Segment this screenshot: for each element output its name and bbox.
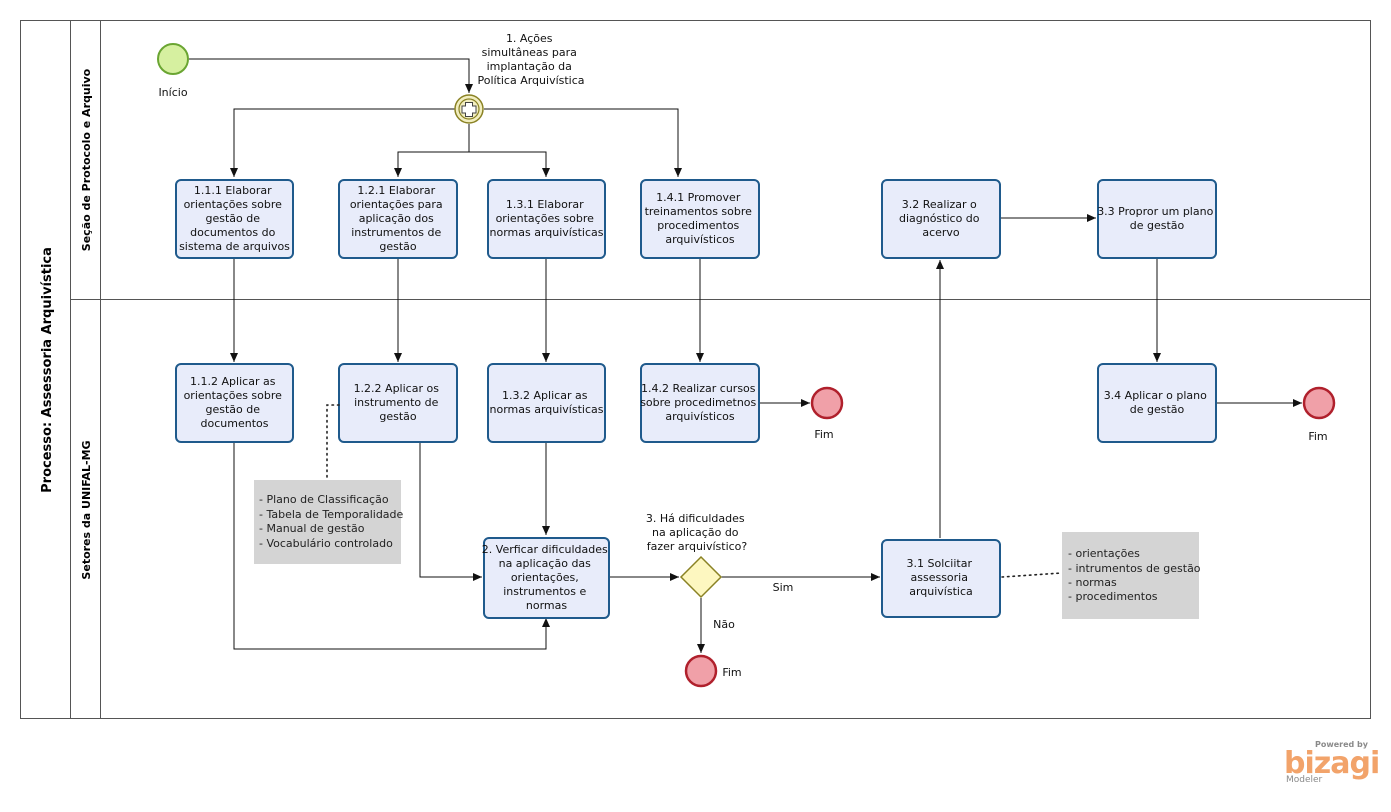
task-3-1[interactable]: 3.1 Solciitar assessoria arquivística <box>881 539 1001 618</box>
svg-text:1.2.2 Aplicar os instrum: 1.2.2 Aplicar os instrumento de gestão <box>354 382 443 423</box>
association-assessoria <box>1001 572 1063 578</box>
pool-title: Processo: Assessoria Arquivística <box>40 247 55 493</box>
start-event[interactable] <box>157 43 189 75</box>
logo-powered-by: Powered by <box>1315 740 1369 749</box>
flow-label-nao: Não <box>713 618 735 631</box>
logo-modeler: Modeler <box>1286 775 1323 785</box>
end-event-1-4[interactable] <box>810 386 844 420</box>
svg-text:1.1.2 Aplicar as orienta: 1.1.2 Aplicar as orientações sobre gestã… <box>184 375 286 430</box>
end-event-nao-label: Fim <box>722 666 741 679</box>
task-1-2-1[interactable]: 1.2.1 Elaborar orientações para aplicaçã… <box>338 179 458 259</box>
task-1-1-2[interactable]: 1.1.2 Aplicar as orientações sobre gestã… <box>175 363 294 443</box>
task-1-4-1[interactable]: 1.4.1 Promover treinamentos sobre proced… <box>640 179 760 259</box>
association-instrumentos <box>326 404 340 478</box>
start-event-label: Início <box>158 86 187 99</box>
end-event-nao[interactable] <box>684 654 718 688</box>
exclusive-gateway-label: 3. Há dificuldades na aplicação do fazer… <box>646 512 748 553</box>
flow-112-to-2 <box>233 442 550 650</box>
task-3-4[interactable]: 3.4 Aplicar o plano de gestão <box>1097 363 1217 443</box>
exclusive-gateway[interactable] <box>679 555 723 599</box>
sequence-flows <box>189 58 1302 653</box>
flow-gateway-to-131 <box>469 151 550 177</box>
svg-text:1.4.2 Realizar cursos so: 1.4.2 Realizar cursos sobre procedimetno… <box>640 382 760 423</box>
flow-122-to-2 <box>419 442 482 581</box>
annotation-assessoria[interactable]: - orientações - intrumentos de gestão - … <box>1062 532 1204 619</box>
task-1-2-2[interactable]: 1.2.2 Aplicar os instrumento de gestão <box>338 363 458 443</box>
task-1-3-1[interactable]: 1.3.1 Elaborar orientações sobre normas … <box>487 179 606 259</box>
svg-text:1.1.1 Elaborar orientaçõ: 1.1.1 Elaborar orientações sobre gestão … <box>179 184 290 253</box>
annotation-instrumentos[interactable]: - Plano de Classificação - Tabela de Tem… <box>254 480 407 564</box>
svg-text:- orientações - intrumen: - orientações - intrumentos de gestão - … <box>1068 547 1204 603</box>
parallel-gateway[interactable] <box>454 94 484 124</box>
lane-label-protocolo: Seção de Protocolo e Arquivo <box>80 68 93 251</box>
svg-text:2. Verficar dificuldades: 2. Verficar dificuldades na aplicação da… <box>482 543 611 612</box>
svg-text:3.4 Aplicar o plano de g: 3.4 Aplicar o plano de gestão <box>1104 389 1211 416</box>
lane-label-setores: Setores da UNIFAL-MG <box>80 440 93 579</box>
end-event-3-4[interactable] <box>1302 386 1336 420</box>
flow-label-sim: Sim <box>773 581 794 594</box>
task-3-2[interactable]: 3.2 Realizar o diagnóstico do acervo <box>881 179 1001 259</box>
svg-text:1.3.2 Aplicar as normas: 1.3.2 Aplicar as normas arquivísticas <box>490 389 604 416</box>
task-1-1-1[interactable]: 1.1.1 Elaborar orientações sobre gestão … <box>175 179 294 259</box>
parallel-gateway-label: 1. Ações simultâneas para implantação da… <box>477 32 584 87</box>
logo-wordmark: bizagi <box>1284 746 1379 781</box>
flow-gateway-to-141 <box>484 108 682 177</box>
end-event-3-4-label: Fim <box>1308 430 1327 443</box>
task-3-3[interactable]: 3.3 Propror um plano de gestão <box>1097 179 1217 259</box>
task-2[interactable]: 2. Verficar dificuldades na aplicação da… <box>482 537 611 619</box>
task-1-4-2[interactable]: 1.4.2 Realizar cursos sobre procedimetno… <box>640 363 760 443</box>
svg-text:1.4.1 Promover treinamen: 1.4.1 Promover treinamentos sobre proced… <box>645 191 756 246</box>
svg-text:3.3 Propror um plano de: 3.3 Propror um plano de gestão <box>1097 205 1217 232</box>
svg-text:1.3.1 Elaborar orientaçõ: 1.3.1 Elaborar orientações sobre normas … <box>490 198 604 239</box>
task-1-3-2[interactable]: 1.3.2 Aplicar as normas arquivísticas <box>487 363 606 443</box>
svg-text:3.1 Solciitar assessoria: 3.1 Solciitar assessoria arquivística <box>907 557 976 598</box>
svg-text:- Plano de Classificação: - Plano de Classificação - Tabela de Tem… <box>259 493 407 550</box>
pool <box>20 20 1371 719</box>
end-event-1-4-label: Fim <box>814 428 833 441</box>
svg-text:1.2.1 Elaborar orientaçõ: 1.2.1 Elaborar orientações para aplicaçã… <box>350 184 446 253</box>
flow-start-to-gateway <box>189 58 473 93</box>
flow-gateway-to-111 <box>230 108 455 177</box>
svg-text:3.2 Realizar o diagnósti: 3.2 Realizar o diagnóstico do acervo <box>899 198 983 239</box>
flow-gateway-to-121 <box>394 124 470 177</box>
bizagi-logo: Powered by bizagi Modeler <box>1284 740 1380 785</box>
